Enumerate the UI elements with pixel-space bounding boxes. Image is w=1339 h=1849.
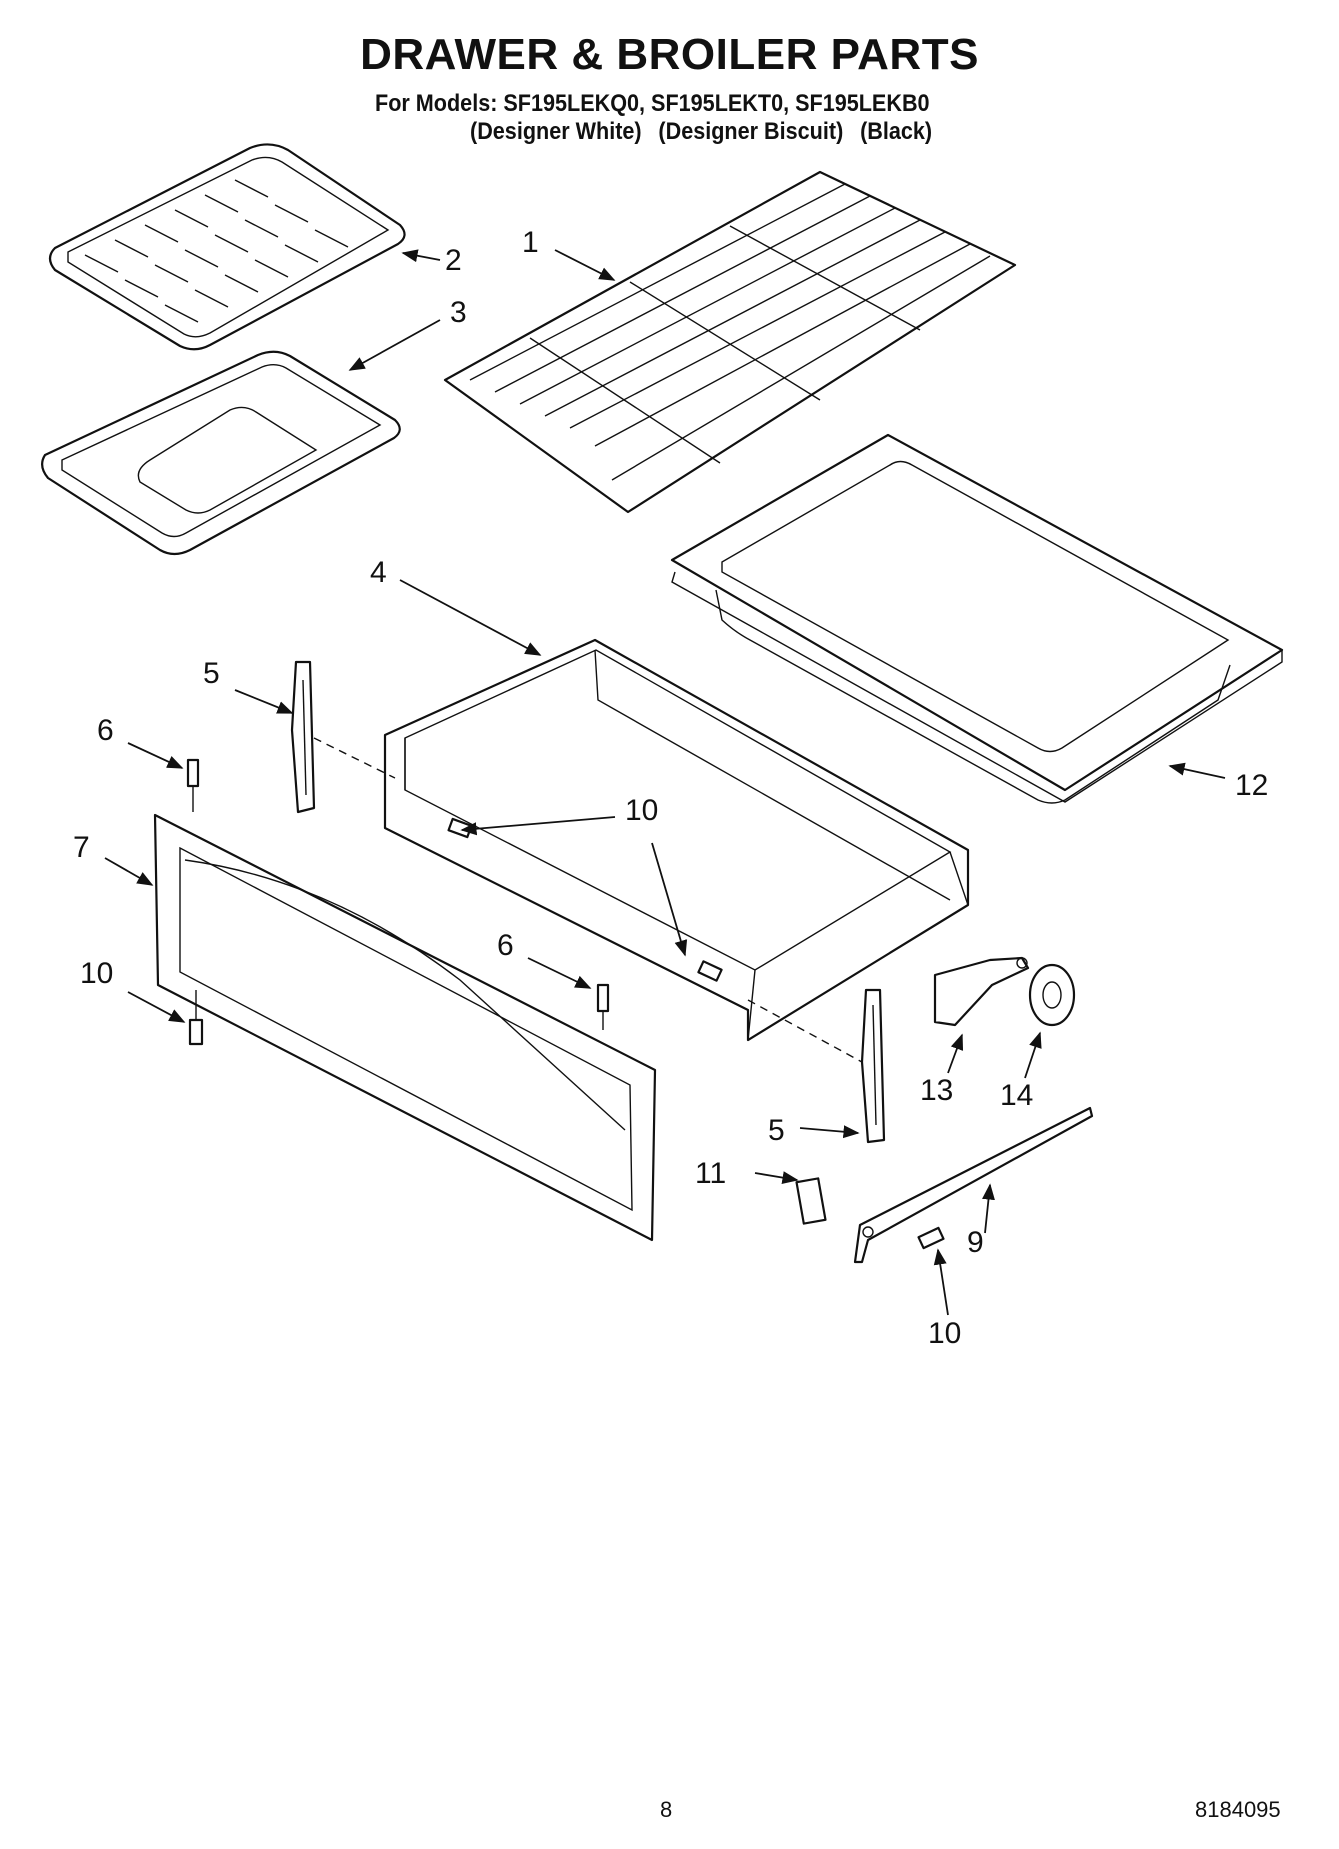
callout-10-drawer: 10: [625, 794, 658, 827]
broiler-pan: [41, 350, 401, 556]
drawer-slide-right: [860, 988, 886, 1144]
screw-rail: [917, 1226, 945, 1250]
drawer-slide-left: [290, 660, 316, 814]
callout-5-bottom: 5: [768, 1114, 785, 1147]
drawer-body: [383, 638, 970, 1042]
models-line: For Models: SF195LEKQ0, SF195LEKT0, SF19…: [375, 90, 930, 117]
broiler-grid: [48, 143, 406, 351]
roller: [1028, 963, 1076, 1027]
callout-6-right: 6: [497, 929, 514, 962]
callout-1: 1: [522, 226, 539, 259]
callout-4: 4: [370, 556, 387, 589]
drawer-front-panel: [153, 813, 657, 1242]
page-number: 8: [660, 1797, 673, 1822]
slide-guide-right: [747, 999, 863, 1063]
callout-2: 2: [445, 244, 462, 277]
callout-13: 13: [920, 1074, 953, 1107]
model-variants: (Designer White) (Designer Biscuit) (Bla…: [470, 118, 943, 146]
screw-front-panel: [188, 1018, 204, 1046]
callout-6-left: 6: [97, 714, 114, 747]
callout-14: 14: [1000, 1079, 1033, 1112]
variant-black: (Black): [860, 118, 933, 145]
variant-designer-biscuit: (Designer Biscuit): [658, 118, 844, 145]
callout-3: 3: [450, 296, 467, 329]
oven-rack: [443, 170, 1017, 514]
drawer-pan: [670, 433, 1284, 804]
variant-designer-white: (Designer White): [470, 118, 642, 145]
pin-left: [186, 758, 200, 812]
callout-9: 9: [967, 1226, 984, 1259]
callout-12: 12: [1235, 769, 1268, 802]
page-title: DRAWER & BROILER PARTS: [360, 30, 979, 79]
rail: [853, 1106, 1094, 1264]
screw-drawer-right: [697, 960, 723, 982]
clip: [795, 1177, 827, 1225]
slide-guide-left: [313, 737, 396, 779]
callout-10-front: 10: [80, 957, 113, 990]
bracket: [933, 956, 1030, 1027]
pin-right: [596, 983, 610, 1030]
callout-11: 11: [695, 1157, 726, 1190]
document-number: 8184095: [1195, 1797, 1281, 1822]
callout-10-rail: 10: [928, 1317, 961, 1350]
callout-7: 7: [73, 831, 90, 864]
leader-lines: [104, 249, 1226, 1316]
callout-5-top: 5: [203, 657, 220, 690]
